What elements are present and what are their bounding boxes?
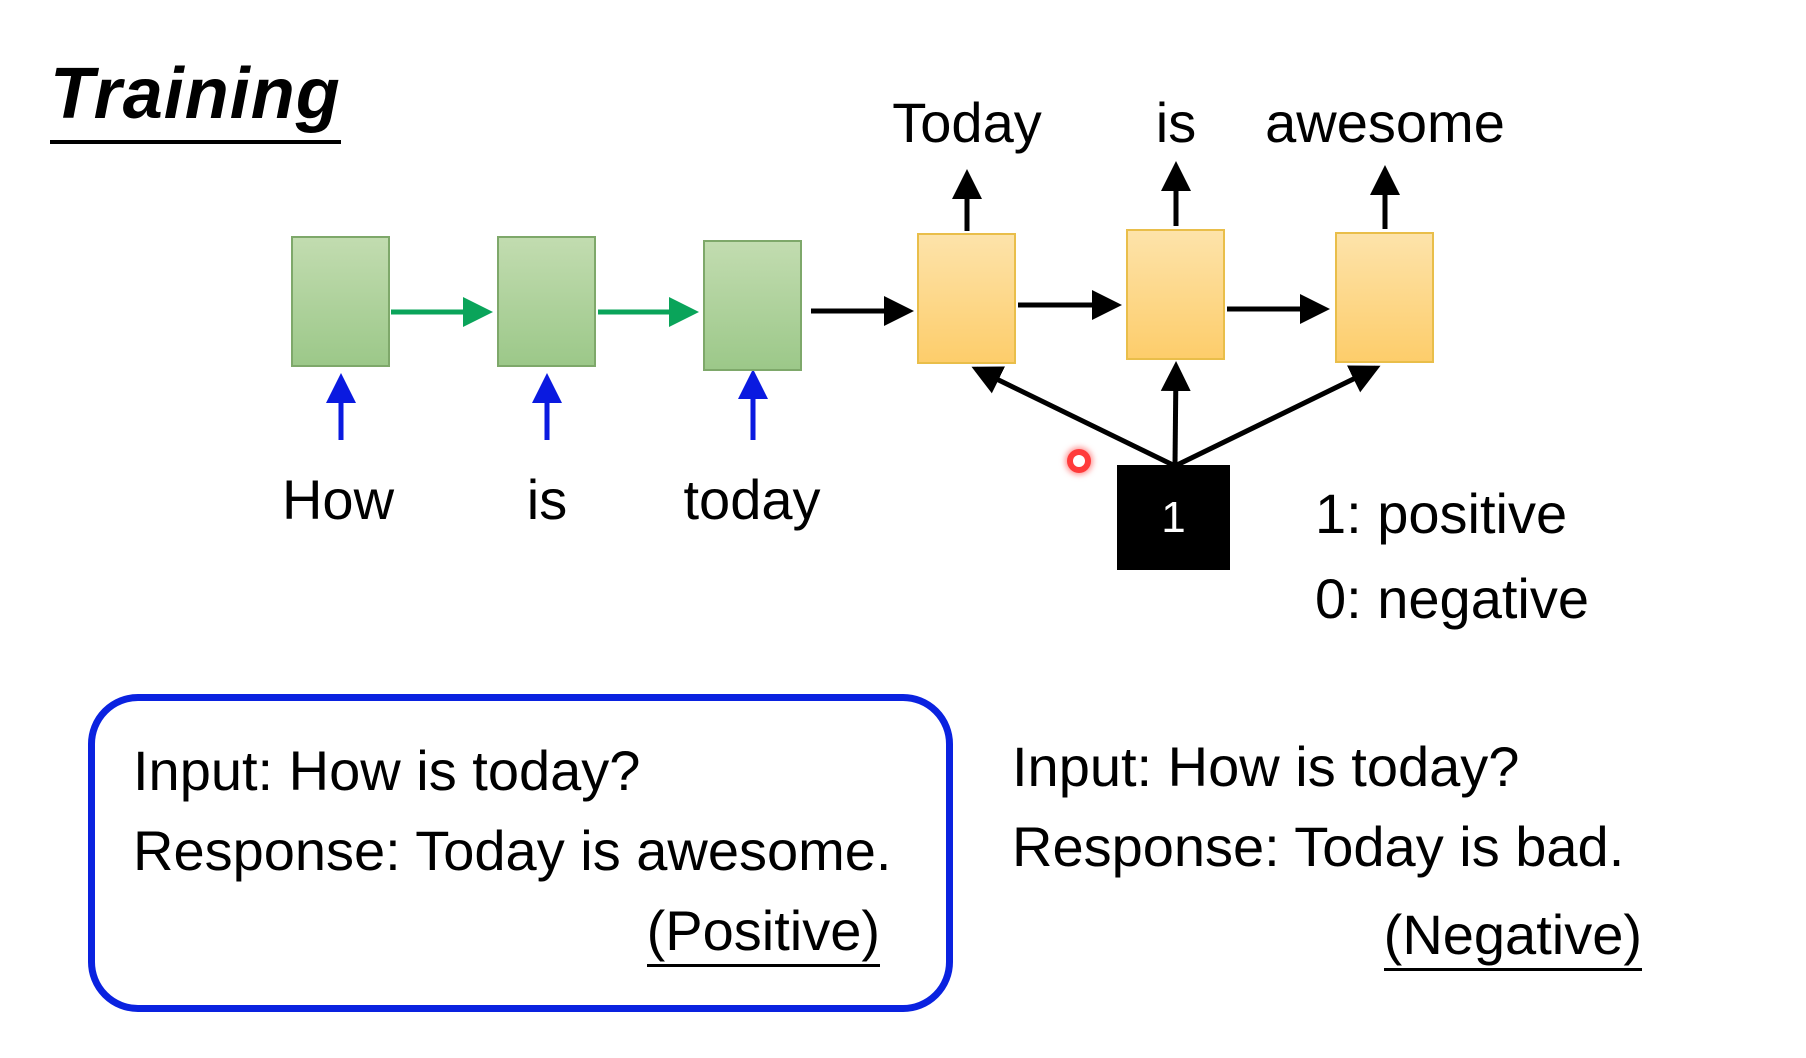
input-word-1: How — [281, 468, 395, 531]
negative-example-label: (Negative) — [1383, 903, 1642, 971]
positive-example-response: Response: Today is awesome. — [133, 819, 892, 882]
positive-example-frame — [88, 694, 953, 1012]
condition-arrow-2 — [1160, 361, 1191, 466]
pointer-dot — [1067, 449, 1091, 473]
encoder-box-3 — [703, 240, 802, 371]
condition-arrow-3 — [1175, 365, 1381, 468]
negative-example-input: Input: How is today? — [1012, 735, 1520, 798]
input-word-3: today — [683, 468, 821, 531]
positive-example: Input: How is today? Response: Today is … — [133, 731, 913, 971]
decoder-box-2 — [1126, 229, 1225, 360]
condition-arrow-1 — [971, 366, 1175, 468]
positive-example-input: Input: How is today? — [133, 739, 641, 802]
legend-negative: 0: negative — [1315, 567, 1589, 630]
positive-example-label: (Positive) — [646, 899, 880, 967]
output-word-1: Today — [892, 91, 1042, 154]
encoder-box-1 — [291, 236, 390, 367]
output-word-3: awesome — [1265, 91, 1505, 154]
negative-example-response: Response: Today is bad. — [1012, 815, 1625, 878]
decoder-box-3 — [1335, 232, 1434, 363]
output-word-2: is — [1155, 91, 1197, 154]
negative-example: Input: How is today? Response: Today is … — [1012, 727, 1642, 975]
decoder-box-1 — [917, 233, 1016, 364]
input-word-2: is — [526, 468, 568, 531]
encoder-box-2 — [497, 236, 596, 367]
slide-title: Training — [50, 58, 341, 144]
condition-box: 1 — [1117, 465, 1230, 570]
legend-positive: 1: positive — [1315, 482, 1568, 545]
